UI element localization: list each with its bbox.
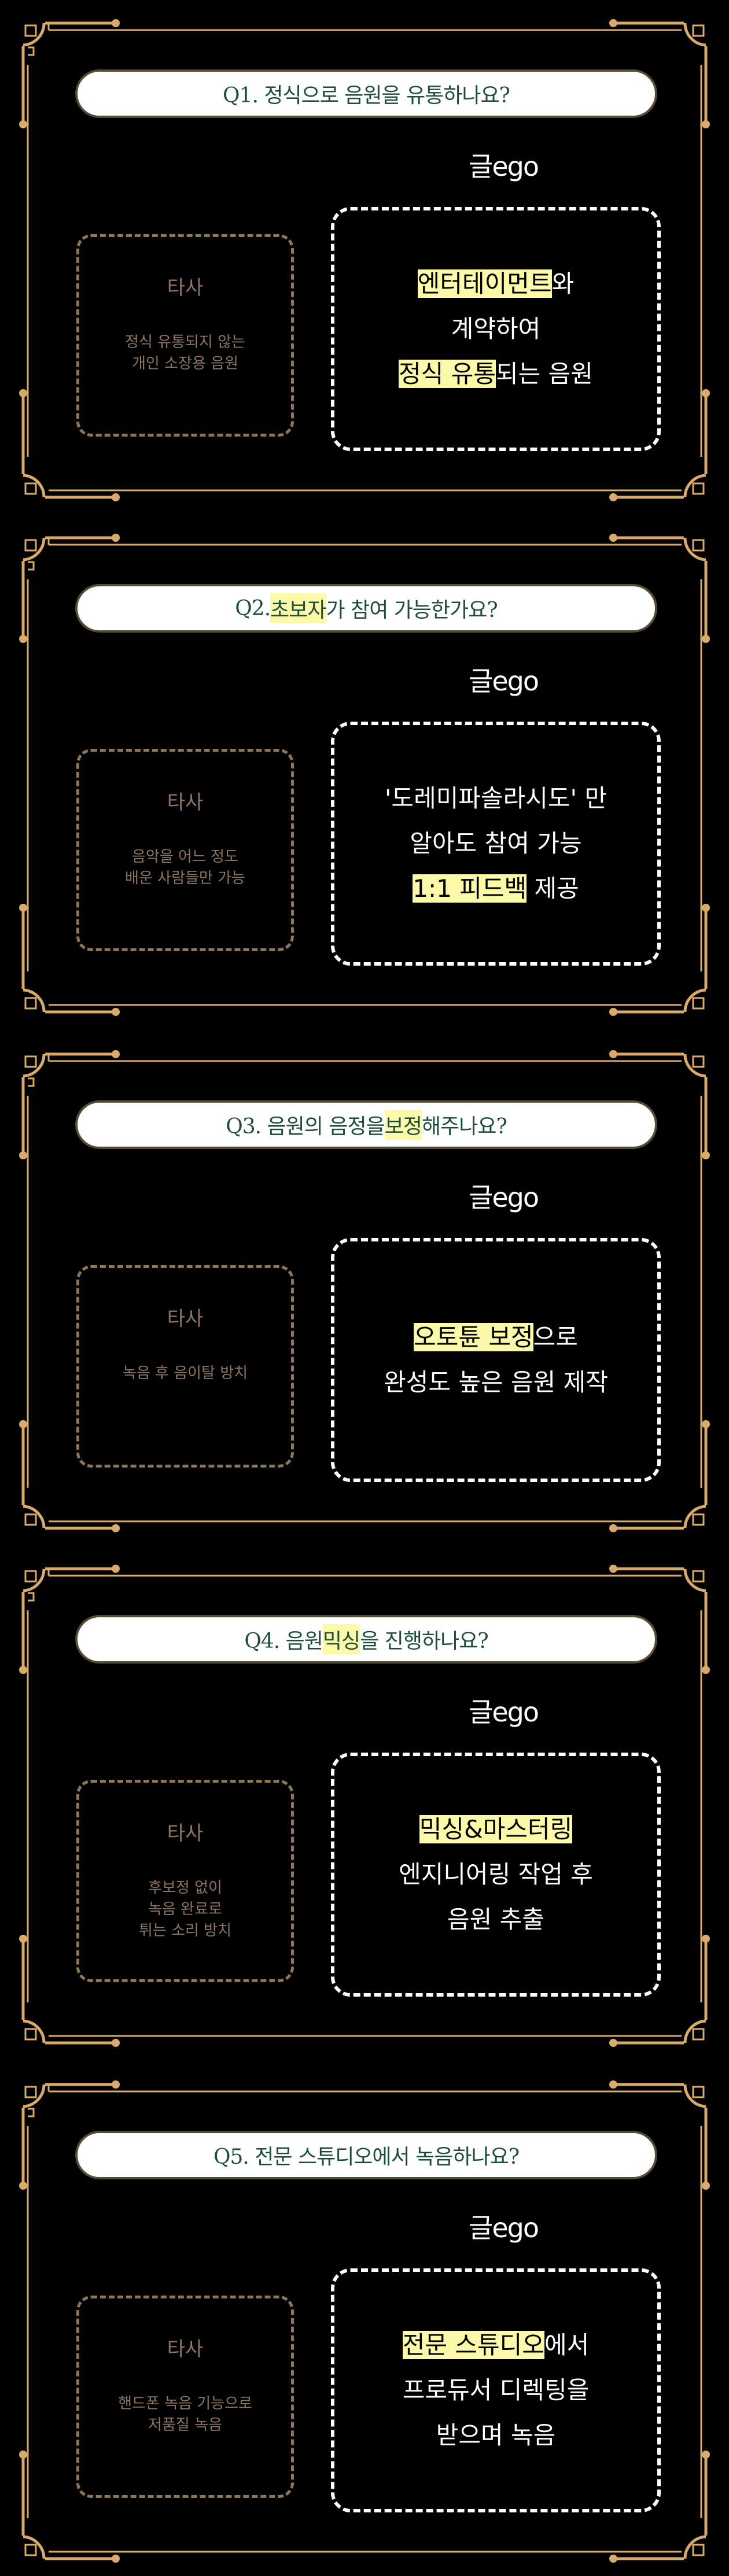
competitor-description-line: 녹음 후 음이탈 방치 (122, 1365, 248, 1382)
question-text-post: 가 참여 가능한가요? (326, 598, 498, 622)
plain-text: 받으며 녹음 (436, 2421, 556, 2449)
our-service-line: 오토튠 보정으로 (414, 1315, 578, 1360)
plain-text: 에서 (544, 2331, 590, 2359)
plain-text: 와 (551, 269, 575, 298)
our-service-line: 1:1 피드백 제공 (413, 866, 579, 911)
competitor-label: 타사 (167, 276, 204, 300)
competitor-description-line: 배운 사람들만 가능 (125, 870, 245, 887)
plain-text: 완성도 높은 음원 제작 (384, 1368, 608, 1396)
brand-label: 글ego (469, 1697, 539, 1728)
competitor-description: 녹음 후 음이탈 방치 (79, 1363, 291, 1384)
highlight-text: 엔터테이먼트 (417, 269, 552, 298)
highlight-text: 정식 유통 (399, 360, 496, 388)
our-service-line: 엔터테이먼트와 (417, 261, 575, 306)
our-service-line: 받으며 녹음 (436, 2413, 556, 2458)
our-service-line: 알아도 참여 가능 (410, 821, 581, 866)
ornamental-frame (19, 19, 710, 501)
brand-label: 글ego (469, 2212, 539, 2244)
competitor-description-line: 튀는 소리 방치 (138, 1922, 232, 1939)
plain-text: 프로듀서 디렉팅을 (402, 2376, 590, 2404)
our-service-line: 음원 추출 (447, 1897, 544, 1942)
plain-text: 으로 (533, 1323, 578, 1351)
our-service-line: 프로듀서 디렉팅을 (403, 2368, 589, 2413)
ornamental-frame (19, 534, 710, 1016)
faq-section-q5: Q5. 전문 스튜디오에서 녹음하나요? 글ego 타사 핸드폰 녹음 기능으로… (0, 2061, 729, 2570)
plain-text: '도레미파솔라시도' 만 (384, 784, 608, 812)
ornamental-frame (19, 1050, 710, 1532)
question-text-pre: Q4. 음원 (244, 1629, 323, 1653)
question-text-highlight: 초보자 (270, 593, 327, 623)
competitor-label: 타사 (167, 1307, 204, 1330)
competitor-card: 타사 녹음 후 음이탈 방치 (76, 1265, 294, 1468)
competitor-description-line: 개인 소장용 음원 (132, 355, 238, 372)
question-text-highlight: 믹싱 (322, 1624, 360, 1654)
competitor-description-line: 정식 유통되지 않는 (125, 334, 245, 351)
plain-text: 엔지니어링 작업 후 (399, 1860, 593, 1888)
ornamental-frame (19, 2080, 710, 2563)
question-text-pre: Q3. 음원의 음정을 (226, 1115, 385, 1139)
highlight-text: 오토튠 보정 (414, 1323, 533, 1351)
plain-text: 음원 추출 (447, 1905, 544, 1934)
question-text-pre: Q1. 정식으로 음원을 유통하나요? (223, 84, 510, 108)
ornamental-frame (19, 1565, 710, 2047)
our-service-line: 엔지니어링 작업 후 (399, 1852, 593, 1897)
plain-text: 계약하여 (451, 315, 541, 343)
our-service-line: 전문 스튜디오에서 (402, 2323, 590, 2368)
question-text-pre: Q5. 전문 스튜디오에서 녹음하나요? (213, 2145, 520, 2169)
our-service-line: 완성도 높은 음원 제작 (384, 1360, 608, 1405)
question-pill: Q1. 정식으로 음원을 유통하나요? (75, 69, 657, 118)
question-text-pre: Q2. (235, 596, 271, 620)
question-text-highlight: 보정 (384, 1110, 422, 1140)
question-pill: Q5. 전문 스튜디오에서 녹음하나요? (75, 2131, 657, 2179)
competitor-label: 타사 (167, 2338, 204, 2361)
competitor-label: 타사 (167, 791, 204, 814)
competitor-description-line: 음악을 어느 정도 (132, 848, 238, 866)
question-text-post: 해주나요? (421, 1115, 507, 1139)
competitor-label: 타사 (167, 1822, 204, 1845)
highlight-text: 전문 스튜디오 (402, 2331, 544, 2359)
plain-text: 알아도 참여 가능 (410, 829, 582, 858)
brand-label: 글ego (469, 151, 539, 182)
competitor-description-line: 후보정 없이 (148, 1879, 222, 1897)
plain-text: 제공 (526, 874, 579, 903)
highlight-text: 1:1 피드백 (413, 874, 527, 903)
competitor-description-line: 핸드폰 녹음 기능으로 (118, 2395, 252, 2412)
our-service-line: 정식 유통되는 음원 (399, 352, 593, 397)
competitor-description-line: 저품질 녹음 (148, 2416, 222, 2434)
question-text-post: 을 진행하나요? (360, 1629, 488, 1653)
our-service-line: 계약하여 (451, 306, 541, 352)
plain-text: 되는 음원 (496, 360, 593, 388)
our-service-line: '도레미파솔라시도' 만 (385, 776, 607, 821)
highlight-text: 믹싱&마스터링 (419, 1815, 573, 1843)
competitor-description-line: 녹음 완료로 (148, 1901, 222, 1918)
brand-label: 글ego (469, 1182, 539, 1213)
our-service-line: 믹싱&마스터링 (419, 1807, 573, 1852)
brand-label: 글ego (469, 666, 539, 697)
